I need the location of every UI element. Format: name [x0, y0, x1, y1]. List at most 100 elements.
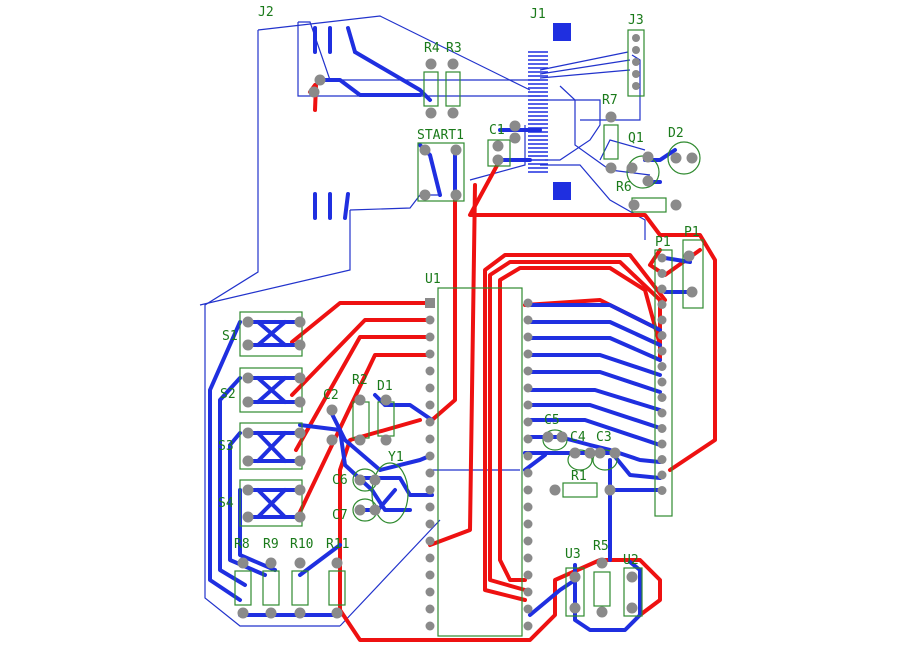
pad [369, 474, 381, 486]
reference-labels: J2 J1 J3 R4 R3 R7 START1 C1 Q1 D2 R6 P1 … [218, 5, 700, 568]
pad [425, 383, 435, 393]
pad [657, 455, 667, 464]
pad [626, 162, 638, 174]
silkscreen-outlines [234, 29, 704, 637]
pad [523, 417, 533, 427]
pad [657, 300, 667, 309]
pad [556, 431, 568, 443]
pad [425, 451, 435, 461]
pad [523, 570, 533, 580]
pad [425, 332, 435, 342]
pad [294, 607, 306, 619]
pad [242, 484, 254, 496]
pad [425, 58, 437, 70]
pad [308, 86, 320, 98]
pad [657, 424, 667, 433]
pad [242, 372, 254, 384]
pad [425, 502, 435, 512]
label-p1b: P1 [684, 225, 700, 240]
pad [657, 284, 667, 294]
pad [657, 362, 667, 371]
pad [425, 349, 435, 359]
label-d2: D2 [668, 126, 684, 141]
pad [425, 366, 435, 376]
pad [523, 485, 533, 495]
pad [569, 602, 581, 614]
pad [569, 447, 581, 459]
pad [425, 107, 437, 119]
pad [657, 486, 667, 495]
pad [326, 404, 338, 416]
pad [331, 607, 343, 619]
label-start1: START1 [417, 128, 464, 143]
pad [596, 557, 608, 569]
pad [657, 439, 667, 449]
pad [294, 484, 306, 496]
pad [242, 427, 254, 439]
pad [686, 152, 698, 164]
pad [549, 484, 561, 496]
j1-connector [528, 23, 571, 200]
pad [632, 46, 640, 54]
pad [632, 58, 640, 66]
pad [354, 474, 366, 486]
pad [354, 394, 366, 406]
pad [425, 570, 435, 580]
pad [632, 70, 640, 78]
pad [657, 408, 667, 418]
j1-mount-top [553, 23, 571, 41]
pad [670, 152, 682, 164]
pad [523, 383, 533, 393]
label-c5: C5 [544, 413, 560, 428]
pad [242, 316, 254, 328]
pad [523, 604, 533, 614]
pad [425, 417, 435, 427]
pad [642, 175, 654, 187]
pad [523, 315, 533, 325]
pad [242, 396, 254, 408]
pad [657, 470, 667, 480]
pad [492, 140, 504, 152]
pad [642, 151, 654, 163]
pin1-pad [425, 298, 435, 308]
pad [509, 120, 521, 132]
pads-layer [237, 34, 698, 631]
pad [331, 557, 343, 569]
pad [670, 199, 682, 211]
pad [492, 154, 504, 166]
pad [523, 553, 533, 563]
label-s2: S2 [220, 387, 236, 402]
pad [523, 366, 533, 376]
pad [605, 111, 617, 123]
label-r4: R4 [424, 41, 440, 56]
pad [609, 447, 621, 459]
pad [523, 519, 533, 529]
label-d1: D1 [377, 379, 393, 394]
top-copper-traces [290, 83, 717, 642]
bottom-copper-traces [208, 26, 692, 632]
label-c2: C2 [323, 388, 339, 403]
label-r7: R7 [602, 93, 618, 108]
pad [294, 396, 306, 408]
pad [594, 447, 606, 459]
pad [354, 504, 366, 516]
label-q1: Q1 [628, 131, 644, 146]
label-r9: R9 [263, 537, 279, 552]
pad [447, 107, 459, 119]
pad [450, 189, 462, 201]
label-c7: C7 [332, 508, 348, 523]
pad [626, 602, 638, 614]
j1-mount-bottom [553, 182, 571, 200]
pad [419, 144, 431, 156]
label-u2: U2 [623, 553, 639, 568]
label-s4: S4 [218, 496, 234, 511]
pad [294, 557, 306, 569]
pad [605, 162, 617, 174]
label-r8: R8 [234, 537, 250, 552]
label-u3: U3 [565, 547, 581, 562]
pad [509, 132, 521, 144]
pad [425, 604, 435, 614]
pad [294, 455, 306, 467]
pad [294, 427, 306, 439]
